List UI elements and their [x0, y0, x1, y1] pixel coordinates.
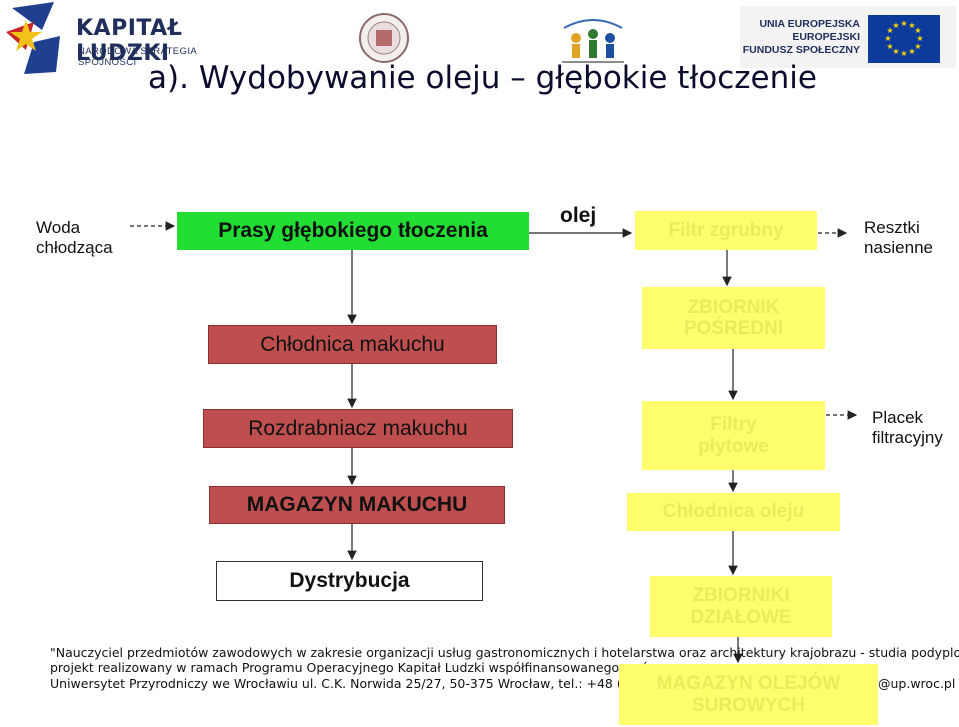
svg-text:★: ★: [900, 19, 907, 28]
cake-crusher-box: Rozdrabniacz makuchu: [203, 409, 513, 448]
intermediate-tank-box: ZBIORNIK POŚREDNI: [642, 287, 825, 349]
oil-label: olej: [560, 204, 597, 227]
logo-subtitle: NARODOWA STRATEGIA SPÓJNOŚCI: [78, 46, 197, 68]
press-box: Prasy głębokiego tłoczenia: [177, 212, 529, 250]
svg-text:★: ★: [892, 47, 899, 56]
coarse-filter-box: Filtr zgrubny: [635, 211, 817, 250]
footer-line-2: projekt realizowany w ramach Programu Op…: [50, 660, 648, 675]
eu-logo: UNIA EUROPEJSKA EUROPEJSKI FUNDUSZ SPOŁE…: [740, 6, 956, 68]
eu-logo-line2: EUROPEJSKI: [792, 31, 860, 43]
svg-text:★: ★: [886, 42, 893, 51]
raw-oil-store-box: MAGAZYN OLEJÓW SUROWYCH: [619, 664, 878, 725]
logo-title: KAPITAŁ LUDZKI: [76, 16, 183, 66]
svg-text:★: ★: [914, 26, 921, 35]
eu-logo-line3: FUNDUSZ SPOŁECZNY: [742, 44, 860, 56]
seed-residue-label: Resztki nasienne: [864, 218, 934, 258]
cake-store-box: MAGAZYN MAKUCHU: [209, 486, 505, 524]
kapital-ludzki-logo: KAPITAŁ LUDZKI NARODOWA STRATEGIA SPÓJNO…: [4, 2, 254, 80]
footer-line-1: "Nauczyciel przedmiotów zawodowych w zak…: [50, 645, 959, 660]
cooling-water-label: Woda chłodząca: [36, 218, 113, 258]
plate-filters-box: Filtry płytowe: [642, 401, 825, 470]
page-title: a). Wydobywanie oleju – głębokie tłoczen…: [148, 60, 817, 96]
svg-text:★: ★: [914, 42, 921, 51]
section-tanks-box: ZBIORNIKI DZIAŁOWE: [650, 576, 832, 637]
cake-cooler-box: Chłodnica makuchu: [208, 325, 497, 364]
svg-text:★: ★: [908, 21, 915, 30]
footer-line-3-end: @up.wroc.pl: [878, 676, 956, 691]
eu-logo-line1: UNIA EUROPEJSKA: [759, 18, 860, 30]
star-logo-icon: [6, 2, 60, 74]
project-logo: [556, 10, 630, 68]
eu-flag-icon: ★★★ ★★★ ★★★ ★★★: [868, 15, 940, 63]
svg-text:★: ★: [908, 47, 915, 56]
svg-text:★: ★: [900, 49, 907, 58]
oil-cooler-box: Chłodnica oleju: [627, 493, 840, 531]
filter-cake-label: Placek filtracyjny: [872, 408, 943, 448]
university-seal-logo: [358, 12, 410, 64]
distribution-box: Dystrybucja: [216, 561, 483, 601]
svg-text:★: ★: [886, 26, 893, 35]
svg-text:★: ★: [916, 34, 923, 43]
svg-text:★: ★: [884, 34, 891, 43]
footer-line-3: Uniwersytet Przyrodniczy we Wrocławiu ul…: [50, 676, 715, 691]
svg-text:★: ★: [892, 21, 899, 30]
